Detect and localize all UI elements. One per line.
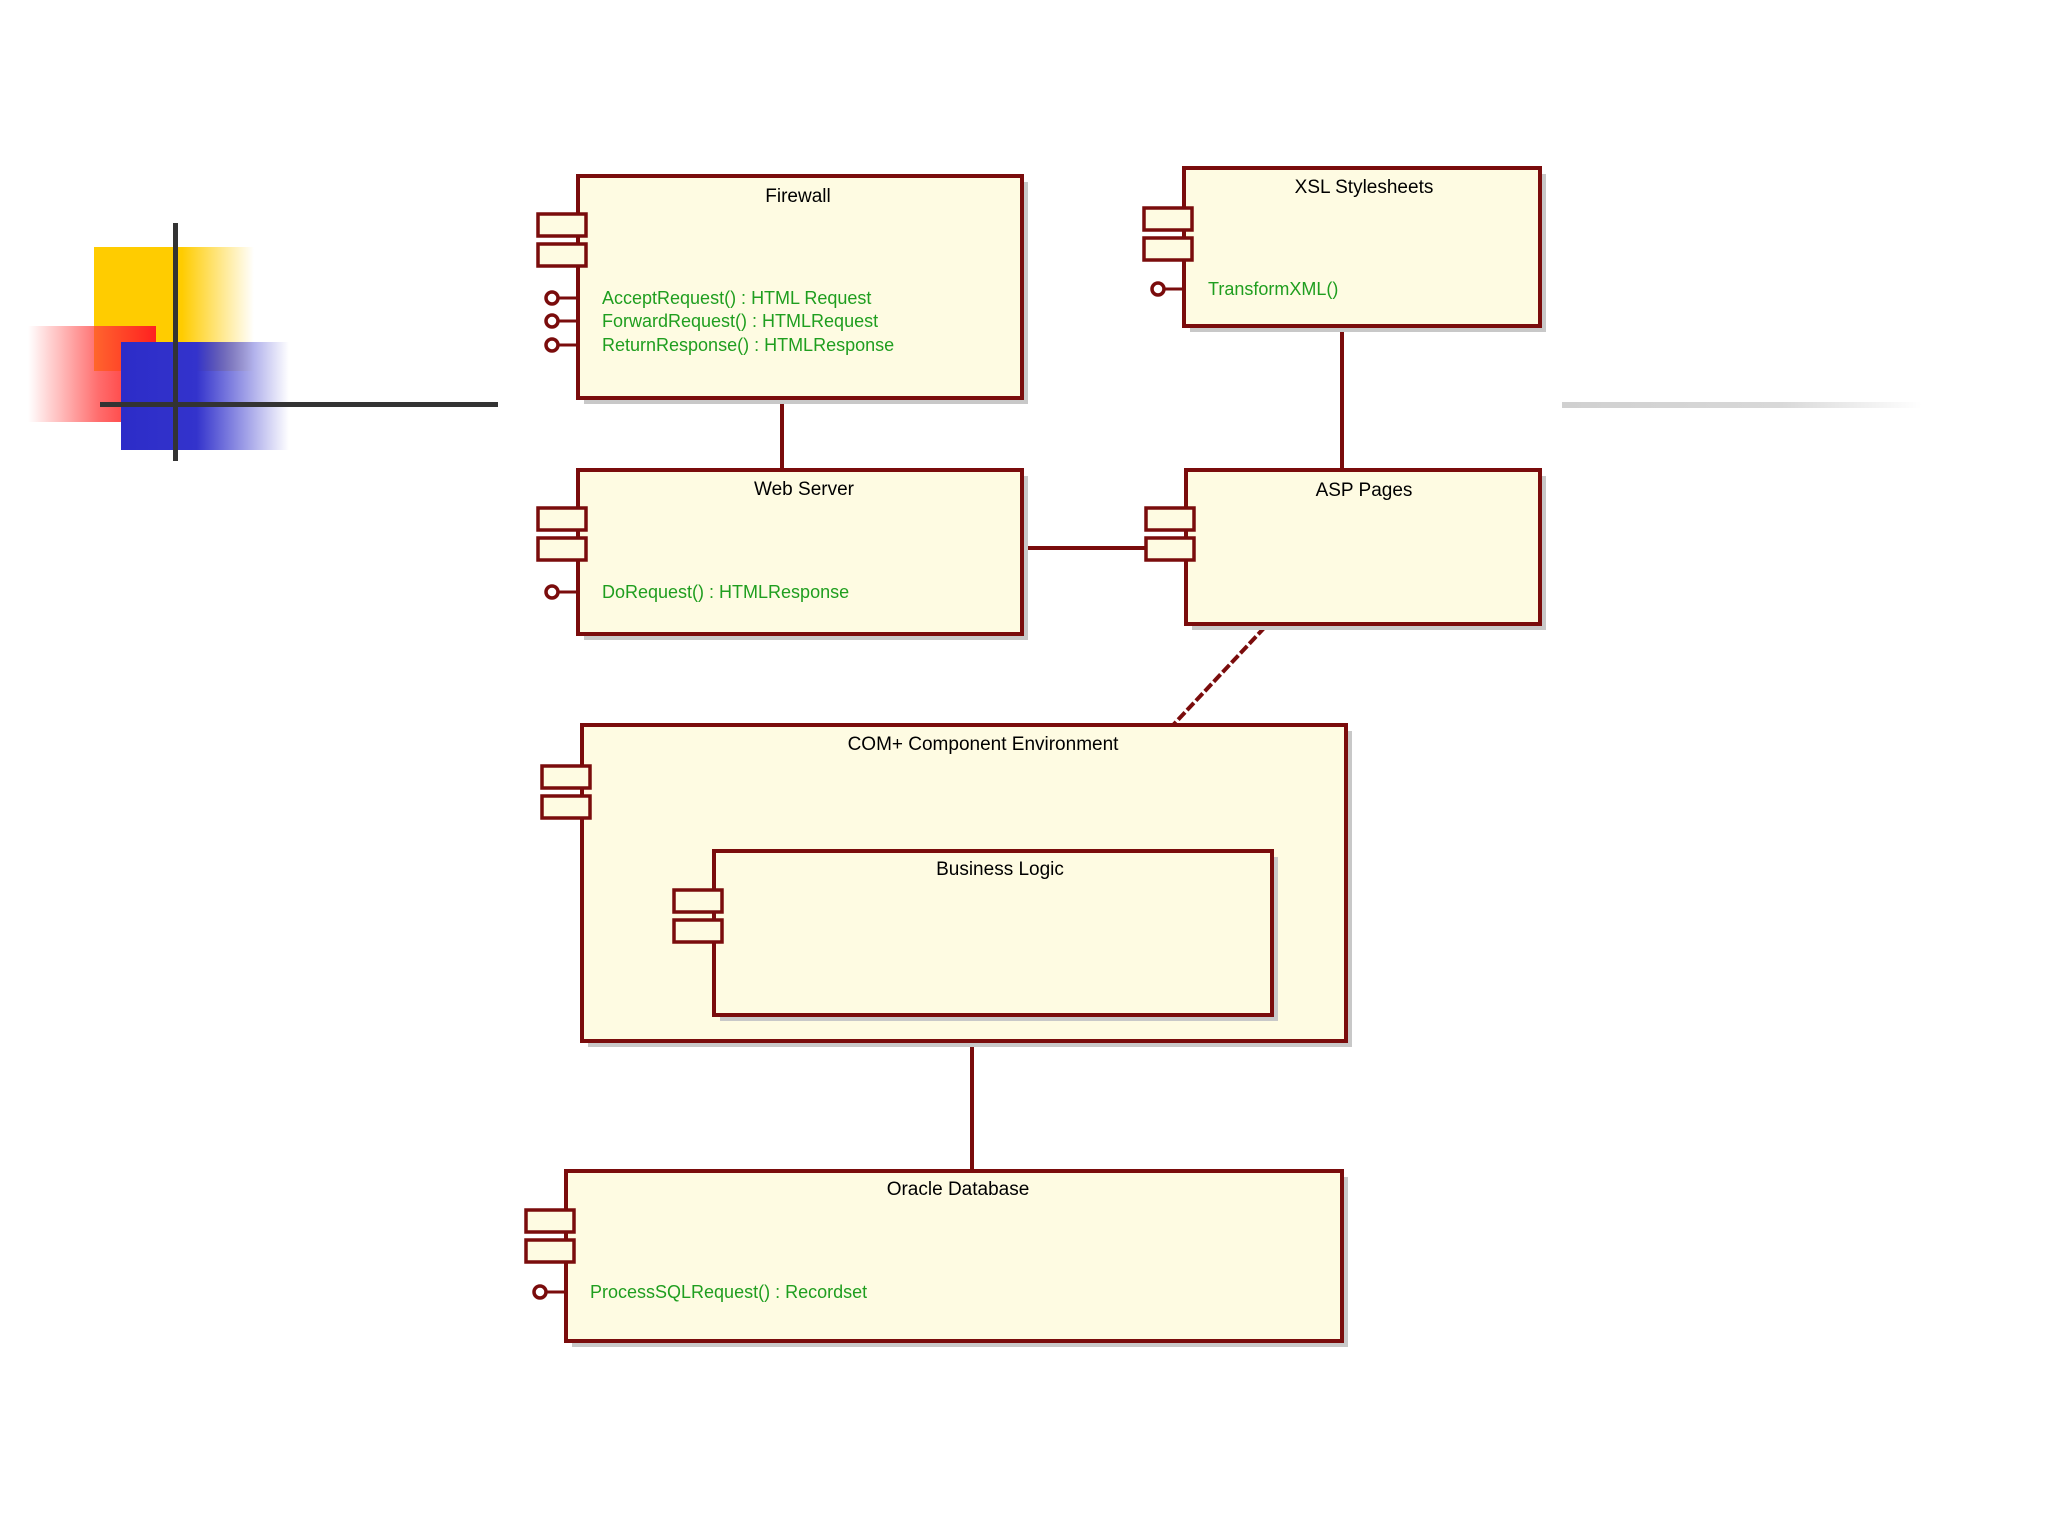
operation-label: ReturnResponse() : HTMLResponse	[602, 335, 894, 355]
component-title: Firewall	[765, 186, 830, 207]
interface-lollipop-icon	[532, 1284, 548, 1300]
decoration-horizontal-line-right	[1562, 402, 1922, 408]
component-tab	[536, 242, 588, 268]
component-tab	[672, 918, 724, 944]
component-asp-pages: ASP Pages	[1144, 468, 1546, 630]
component-title: Oracle Database	[887, 1179, 1030, 1200]
component-tab	[1142, 236, 1194, 262]
component-oracle-database: Oracle Database ProcessSQLRequest() : Re…	[524, 1169, 1348, 1347]
component-tab	[524, 1238, 576, 1264]
decoration-blue-square	[121, 342, 289, 450]
operation-label: TransformXML()	[1208, 279, 1338, 299]
component-title: Web Server	[754, 479, 855, 500]
interface-forward-request: ForwardRequest() : HTMLRequest	[544, 311, 878, 331]
component-title: Business Logic	[936, 859, 1064, 880]
component-web-server: Web Server DoRequest() : HTMLResponse	[536, 468, 1028, 640]
component-body	[564, 1169, 1344, 1343]
component-tab	[1144, 536, 1196, 562]
component-body	[576, 468, 1024, 636]
component-title: COM+ Component Environment	[848, 734, 1120, 755]
component-tab	[536, 506, 588, 532]
interface-process-sql-request: ProcessSQLRequest() : Recordset	[532, 1282, 867, 1302]
interface-accept-request: AcceptRequest() : HTML Request	[544, 288, 871, 308]
component-tab	[1144, 506, 1196, 532]
component-tab	[536, 212, 588, 238]
component-title: ASP Pages	[1316, 480, 1413, 501]
operation-label: DoRequest() : HTMLResponse	[602, 582, 849, 602]
operation-label: ForwardRequest() : HTMLRequest	[602, 311, 878, 331]
component-tab	[540, 764, 592, 790]
interface-do-request: DoRequest() : HTMLResponse	[544, 582, 849, 602]
operation-label: ProcessSQLRequest() : Recordset	[590, 1282, 867, 1302]
decoration-horizontal-line	[100, 402, 498, 407]
component-xsl-stylesheets: XSL Stylesheets TransformXML()	[1142, 166, 1546, 332]
interface-lollipop-icon	[544, 584, 560, 600]
operation-label: AcceptRequest() : HTML Request	[602, 288, 871, 308]
component-tab	[540, 794, 592, 820]
component-title: XSL Stylesheets	[1295, 177, 1434, 198]
component-body	[1184, 468, 1542, 626]
component-tab	[1142, 206, 1194, 232]
component-tab	[672, 888, 724, 914]
component-body	[576, 174, 1024, 400]
decoration-vertical-line	[173, 223, 178, 461]
interface-lollipop-icon	[1150, 281, 1166, 297]
component-body	[1182, 166, 1542, 328]
interface-return-response: ReturnResponse() : HTMLResponse	[544, 335, 894, 355]
interface-lollipop-icon	[544, 337, 560, 353]
component-firewall: Firewall AcceptRequest() : HTML Request …	[536, 174, 1028, 404]
component-body	[712, 849, 1274, 1017]
interface-lollipop-icon	[544, 290, 560, 306]
component-tab	[536, 536, 588, 562]
component-business-logic: Business Logic	[672, 849, 1278, 1021]
component-tab	[524, 1208, 576, 1234]
interface-transform-xml: TransformXML()	[1150, 279, 1338, 299]
interface-lollipop-icon	[544, 313, 560, 329]
